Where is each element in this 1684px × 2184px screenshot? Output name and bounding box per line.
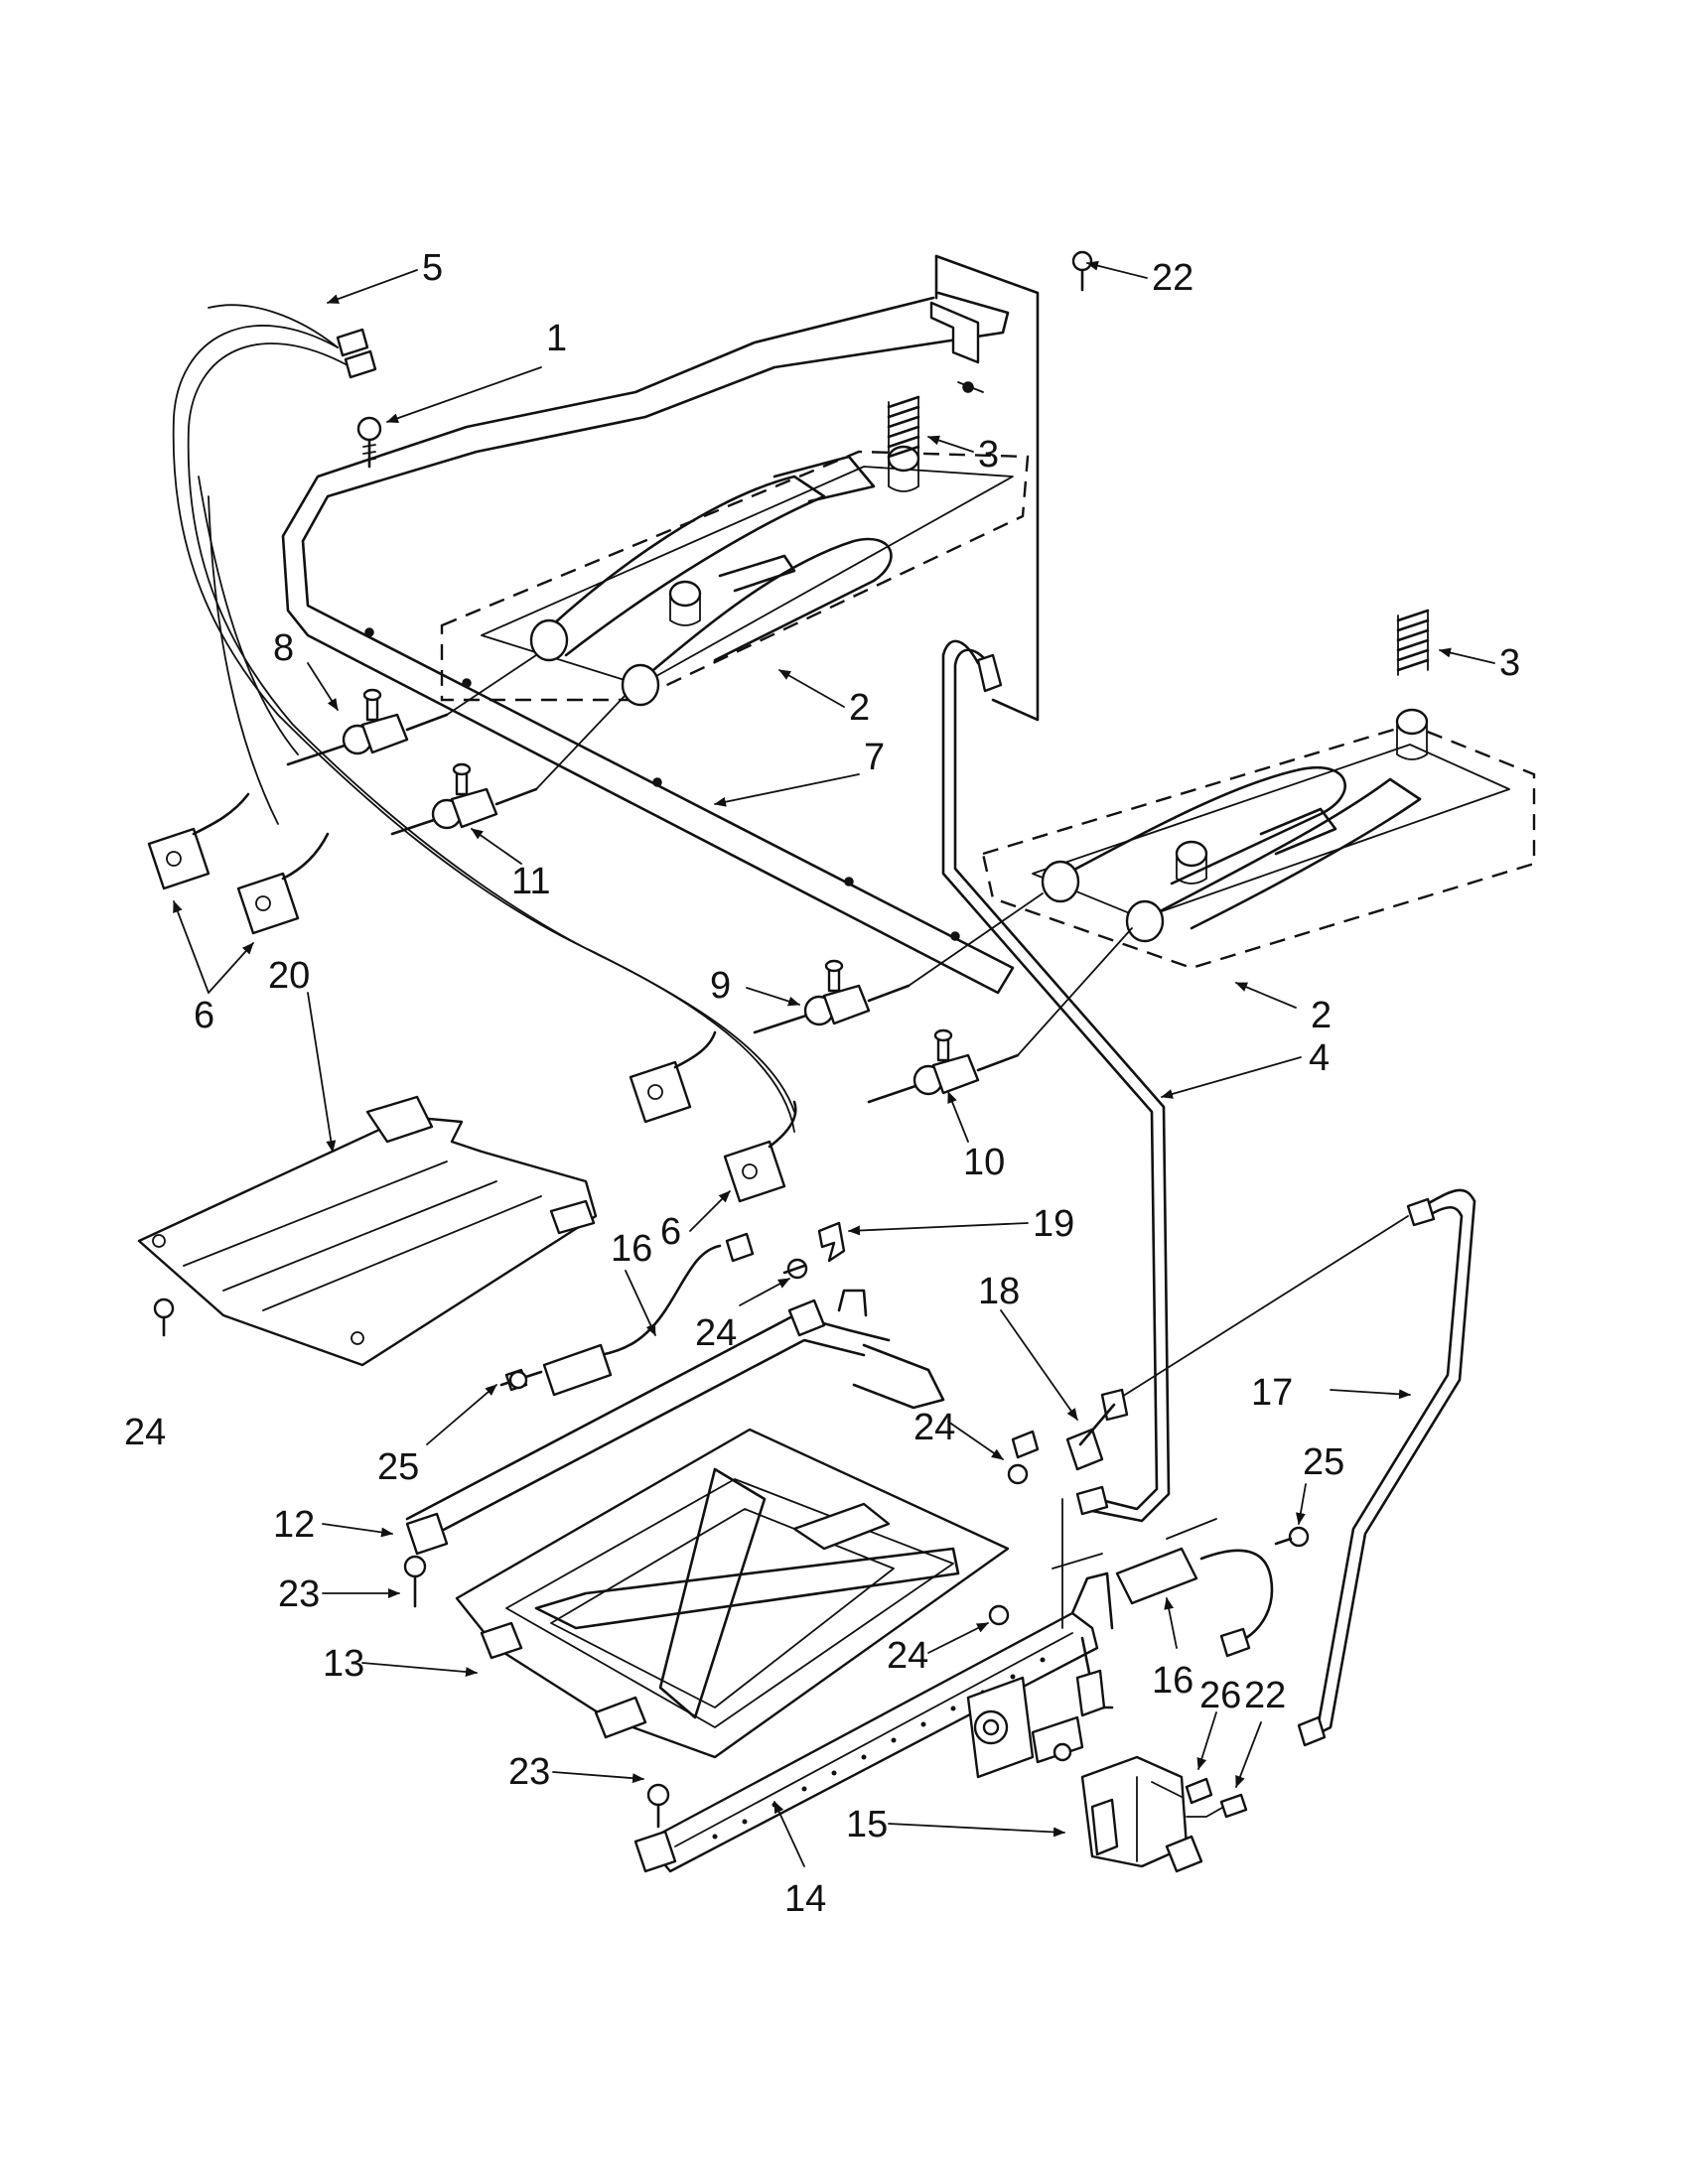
callout-14: 14 xyxy=(784,1878,826,1920)
callout-24-lower: 24 xyxy=(887,1635,928,1677)
callout-2-upper: 2 xyxy=(849,687,870,729)
callout-18: 18 xyxy=(978,1271,1020,1312)
callout-6-right: 6 xyxy=(660,1211,681,1253)
callout-4: 4 xyxy=(1309,1037,1330,1079)
heat-shield-panel xyxy=(137,1095,598,1367)
callout-26: 26 xyxy=(1199,1675,1241,1716)
callout-3-upper: 3 xyxy=(978,434,999,476)
valve-9 xyxy=(753,959,911,1034)
valve-10 xyxy=(867,1028,1020,1104)
callout-arrows xyxy=(173,260,1495,1867)
spring-upper xyxy=(887,395,920,463)
igniter-switch-left-a xyxy=(147,792,250,890)
burner-tube-12 xyxy=(405,1289,945,1556)
screw-25-upper xyxy=(1274,1526,1310,1548)
callout-6-left: 6 xyxy=(194,995,214,1036)
callout-19: 19 xyxy=(1033,1203,1074,1245)
gas-tube xyxy=(941,639,1171,1523)
valve-11 xyxy=(390,762,538,836)
callout-11: 11 xyxy=(511,861,550,902)
screw-22-lower xyxy=(1219,1793,1248,1819)
screw-24-left xyxy=(153,1297,175,1337)
screw-1 xyxy=(356,416,382,469)
igniter-switch-right-b xyxy=(723,1100,797,1203)
manifold-pipe xyxy=(281,291,1015,995)
callout-22-top: 22 xyxy=(1152,257,1193,299)
valve-8 xyxy=(286,688,449,766)
callout-17: 17 xyxy=(1251,1372,1293,1414)
callout-24-left: 24 xyxy=(124,1412,166,1453)
clip-19 xyxy=(817,1221,846,1263)
screw-26 xyxy=(1185,1777,1213,1805)
screw-22-top xyxy=(1071,250,1093,292)
broil-burner-14 xyxy=(633,1571,1114,1873)
callout-24-mid: 24 xyxy=(695,1312,737,1354)
screw-24-lower xyxy=(988,1604,1010,1626)
callout-8: 8 xyxy=(273,627,294,669)
orifice-18 xyxy=(1011,1388,1129,1471)
burner-tray-lower xyxy=(981,708,1536,970)
callout-20: 20 xyxy=(268,955,310,997)
callout-24-right: 24 xyxy=(913,1407,955,1448)
screw-24-mid xyxy=(782,1258,808,1280)
screw-23-upper xyxy=(403,1555,427,1608)
callout-labels: 5 22 1 3 3 8 2 7 11 6 20 2 9 4 10 6 19 1… xyxy=(124,247,1520,1920)
callout-23-upper: 23 xyxy=(278,1573,320,1615)
callout-10: 10 xyxy=(963,1142,1005,1183)
screw-24-right xyxy=(1007,1463,1029,1485)
callout-16-upper: 16 xyxy=(611,1228,652,1270)
callout-13: 13 xyxy=(323,1643,364,1685)
spring-lower xyxy=(1396,609,1430,676)
callout-2-lower: 2 xyxy=(1311,995,1332,1036)
callout-25-left: 25 xyxy=(377,1446,419,1488)
callout-23-lower: 23 xyxy=(508,1751,550,1793)
callout-12: 12 xyxy=(273,1504,315,1546)
callout-1: 1 xyxy=(546,318,567,359)
callout-15: 15 xyxy=(846,1804,888,1845)
burner-baffle-13 xyxy=(455,1428,1010,1759)
callout-7: 7 xyxy=(864,737,885,778)
callout-16-lower: 16 xyxy=(1152,1660,1193,1702)
igniter-switch-right-a xyxy=(629,1030,717,1124)
callout-9: 9 xyxy=(710,965,731,1007)
safety-valve-15 xyxy=(966,1676,1242,1873)
callout-25-right: 25 xyxy=(1303,1441,1344,1483)
valve-connection-lines xyxy=(446,654,1133,1056)
burner-tray-upper xyxy=(440,445,1030,707)
screw-25-left xyxy=(508,1370,528,1390)
manifold-bracket xyxy=(929,254,1040,722)
igniter-16-lower xyxy=(1115,1518,1274,1658)
gas-tube-17 xyxy=(1116,1188,1476,1747)
callout-22-lower: 22 xyxy=(1244,1675,1286,1716)
wire-harness xyxy=(172,304,795,1133)
callout-3-lower: 3 xyxy=(1499,642,1520,684)
igniter-16-upper xyxy=(499,1232,755,1397)
broil-bracket-lines xyxy=(1052,1498,1103,1629)
callout-5: 5 xyxy=(422,247,443,289)
screw-23-lower xyxy=(646,1783,670,1829)
igniter-switch-left-b xyxy=(236,832,330,935)
